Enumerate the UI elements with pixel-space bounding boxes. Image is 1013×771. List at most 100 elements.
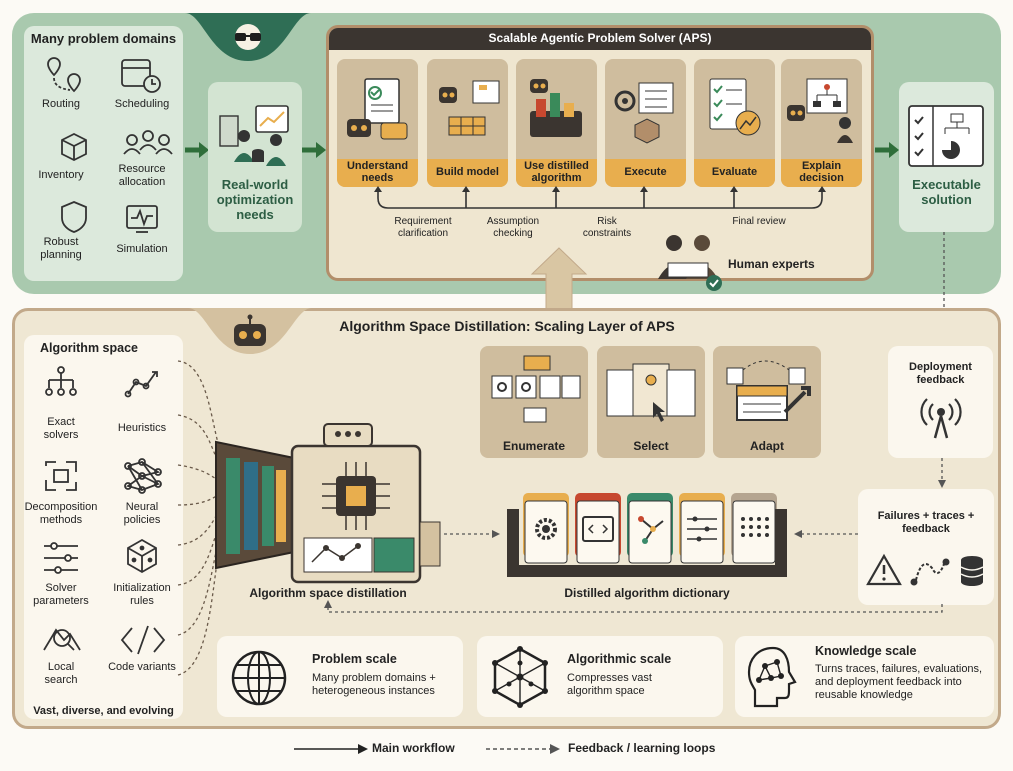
step-explain-decision: Explain decision [781, 59, 862, 187]
trace-icon [910, 558, 950, 586]
algo-solver-parameters: Solver parameters [33, 582, 89, 607]
analyst-icon [235, 24, 261, 50]
scale-desc: Many problem domains + heterogeneous ins… [312, 672, 436, 698]
deployment-feedback-label: Deployment feedback [909, 361, 972, 386]
scheduling-icon [121, 59, 161, 93]
executable-label: Executable solution [912, 177, 981, 207]
arrow-needs-to-aps [302, 142, 326, 158]
op-select: Select [597, 346, 705, 458]
needs-label: Real-world optimization needs [216, 177, 294, 222]
human-experts-label: Human experts [728, 257, 815, 271]
loop-requirement-clarification: Requirement clarification [394, 216, 452, 239]
feedback-down-arrow [938, 458, 946, 488]
domain-robust-planning: Robust planning [40, 236, 82, 261]
aps-title: Scalable Agentic Problem Solver (APS) [488, 31, 712, 45]
algorithm-box-icon [530, 79, 582, 137]
step-label: Understand needs [337, 159, 418, 187]
shield-icon [61, 201, 87, 233]
loop-assumption-checking: Assumption checking [486, 216, 540, 239]
explain-icon [787, 78, 853, 143]
scale-desc: Turns traces, failures, evaluations, and… [815, 663, 983, 702]
domain-resource-allocation: Resource allocation [118, 163, 166, 188]
execute-icon [614, 82, 674, 144]
arrow-machine-to-dictionary [444, 530, 500, 538]
analyst-tab [185, 13, 311, 61]
step-build-model: Build model [427, 59, 508, 187]
hexagon-network-icon [492, 646, 548, 708]
distillation-title: Algorithm Space Distillation: Scaling La… [339, 318, 675, 334]
domain-routing: Routing [42, 98, 80, 110]
human-experts-icon [658, 235, 722, 291]
distillation-machine [215, 423, 441, 584]
domain-simulation: Simulation [116, 243, 168, 255]
local-search-icon [43, 628, 81, 651]
tree-icon [45, 366, 77, 396]
step-label: Evaluate [694, 159, 775, 187]
select-icon [606, 363, 696, 422]
op-label: Enumerate [502, 439, 566, 453]
resource-allocation-icon [123, 130, 173, 155]
heuristics-icon [124, 371, 158, 398]
scale-desc: Compresses vast algorithm space [567, 672, 652, 698]
arrow-aps-to-solution [875, 142, 899, 158]
distillation-up-arrow [530, 247, 588, 313]
loop-final-review: Final review [732, 216, 786, 227]
arrow-domains-to-needs [185, 142, 209, 158]
step-execute: Execute [605, 59, 686, 187]
algo-code-variants: Code variants [108, 661, 176, 673]
algorithm-space-title: Algorithm space [40, 341, 138, 355]
meeting-icon [219, 105, 289, 166]
brain-network-icon [747, 646, 797, 708]
step-label: Explain decision [781, 159, 862, 187]
op-adapt: Adapt [713, 346, 821, 458]
scale-title: Algorithmic scale [567, 652, 672, 666]
failure-trace-icons [866, 553, 984, 586]
solution-board-icon [908, 105, 984, 167]
loop-risk-constraints: Risk constraints [582, 216, 632, 239]
code-icon [120, 625, 166, 655]
step-evaluate: Evaluate [694, 59, 775, 187]
legend-solid-arrow [294, 744, 368, 754]
scale-title: Problem scale [312, 652, 397, 666]
arrow-failures-to-dictionary [794, 530, 858, 538]
algo-exact-solvers: Exact solvers [43, 416, 79, 441]
human-loop-arrows [374, 186, 826, 209]
domain-inventory: Inventory [38, 169, 84, 181]
neural-network-icon [124, 458, 162, 494]
algo-heuristics: Heuristics [117, 422, 167, 434]
warning-icon [866, 553, 902, 586]
sliders-icon [44, 542, 78, 574]
antenna-icon [920, 398, 962, 439]
algo-initialization-rules: Initialization rules [113, 582, 171, 607]
step-understand-needs: Understand needs [337, 59, 418, 187]
algo-neural-policies: Neural policies [123, 501, 161, 526]
algorithm-space-panel [24, 335, 183, 719]
aps-header [329, 28, 871, 50]
database-icon [960, 556, 984, 586]
domains-title: Many problem domains [30, 31, 177, 46]
step-label: Build model [427, 159, 508, 187]
model-building-icon [439, 80, 500, 136]
legend-dashed-arrow [486, 744, 560, 754]
globe-icon [231, 650, 287, 706]
scale-algorithmic-panel: Algorithmic scale Compresses vast algori… [477, 636, 723, 717]
domain-scheduling: Scheduling [114, 98, 170, 110]
failures-label: Failures + traces + feedback [877, 510, 975, 535]
algorithm-dictionary [507, 493, 787, 577]
deployment-feedback-panel [888, 346, 993, 458]
scale-problem-panel: Problem scale Many problem domains + het… [217, 636, 463, 717]
step-label: Use distilled algorithm [516, 159, 597, 187]
algo-local-search: Local search [44, 661, 78, 686]
scale-title: Knowledge scale [815, 644, 917, 658]
legend-main-workflow: Main workflow [372, 741, 455, 755]
adapt-icon [726, 360, 811, 421]
algorithm-icons [43, 366, 166, 655]
op-enumerate: Enumerate [480, 346, 588, 458]
algo-space-footer: Vast, diverse, and evolving [33, 705, 174, 717]
arrow-feedback-to-distillation [324, 600, 943, 613]
checklist-chart-icon [709, 78, 761, 136]
step-label: Execute [605, 159, 686, 187]
legend-feedback: Feedback / learning loops [568, 741, 716, 755]
enumerate-icon [491, 355, 581, 423]
routing-icon [47, 57, 81, 93]
